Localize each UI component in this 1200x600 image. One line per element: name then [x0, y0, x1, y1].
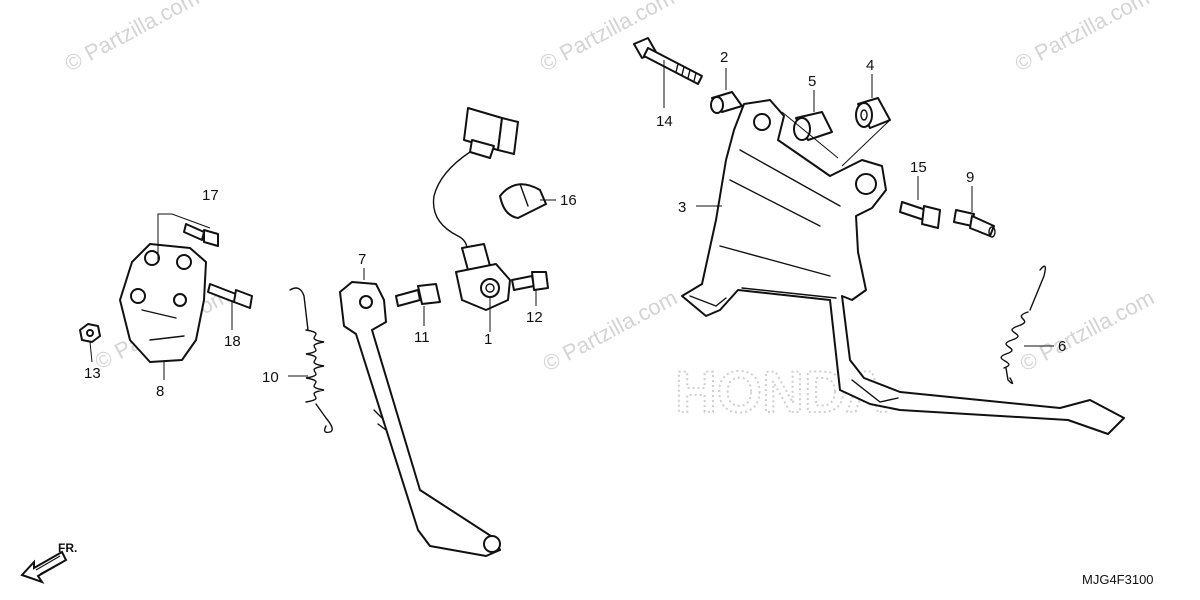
front-label: FR. — [58, 541, 77, 555]
part-main-stand-bolt[interactable] — [633, 37, 703, 85]
callout-12[interactable]: 12 — [526, 309, 543, 326]
part-bolt-11[interactable] — [395, 283, 441, 307]
callout-11[interactable]: 11 — [414, 329, 430, 346]
watermark-group: © Partzilla.com © Partzilla.com © Partzi… — [61, 0, 1159, 426]
callout-10[interactable]: 10 — [262, 369, 279, 386]
part-bolt-12[interactable] — [511, 271, 549, 291]
watermark-text: © Partzilla.com — [61, 0, 204, 76]
part-bolt-18[interactable] — [207, 283, 253, 309]
part-bushing-4[interactable] — [855, 97, 891, 129]
watermark-text: © Partzilla.com — [1011, 0, 1154, 76]
callout-4[interactable]: 4 — [866, 57, 874, 74]
watermark-text: © Partzilla.com — [539, 285, 682, 377]
callout-15[interactable]: 15 — [910, 159, 927, 176]
callout-6[interactable]: 6 — [1058, 338, 1066, 355]
watermark-text: © Partzilla.com — [536, 0, 679, 76]
leader-lines — [89, 60, 1054, 380]
callout-1[interactable]: 1 — [484, 331, 492, 348]
callout-16[interactable]: 16 — [560, 192, 577, 209]
callout-2[interactable]: 2 — [720, 49, 728, 66]
callout-14[interactable]: 14 — [656, 113, 673, 130]
part-side-stand-spring[interactable] — [289, 287, 333, 434]
callout-labels: 1 2 3 4 5 6 7 8 9 10 11 12 13 14 15 16 1… — [84, 49, 1066, 400]
callout-5[interactable]: 5 — [808, 73, 816, 90]
part-bolt-17[interactable] — [183, 223, 219, 247]
callout-8[interactable]: 8 — [156, 383, 164, 400]
callout-17[interactable]: 17 — [202, 187, 219, 204]
watermark-text: © Partzilla.com — [1016, 285, 1159, 377]
part-main-stand-spring[interactable] — [1000, 265, 1047, 385]
callout-18[interactable]: 18 — [224, 333, 241, 350]
diagram-code: MJG4F3100 — [1082, 572, 1154, 587]
part-flange-nut[interactable] — [79, 323, 101, 343]
part-pin-9[interactable] — [953, 209, 996, 238]
part-side-stand-switch[interactable] — [432, 107, 519, 311]
part-side-stand[interactable] — [339, 281, 501, 557]
part-wire-clamp[interactable] — [499, 183, 547, 219]
part-bolt-15[interactable] — [899, 201, 941, 229]
part-main-stand[interactable] — [681, 99, 1125, 435]
front-direction-indicator: FR. — [20, 541, 77, 584]
callout-9[interactable]: 9 — [966, 169, 974, 186]
part-side-stand-bracket[interactable] — [119, 243, 207, 363]
callout-7[interactable]: 7 — [358, 251, 366, 268]
callout-13[interactable]: 13 — [84, 365, 101, 382]
callout-3[interactable]: 3 — [678, 199, 686, 216]
part-collar[interactable] — [710, 91, 743, 114]
